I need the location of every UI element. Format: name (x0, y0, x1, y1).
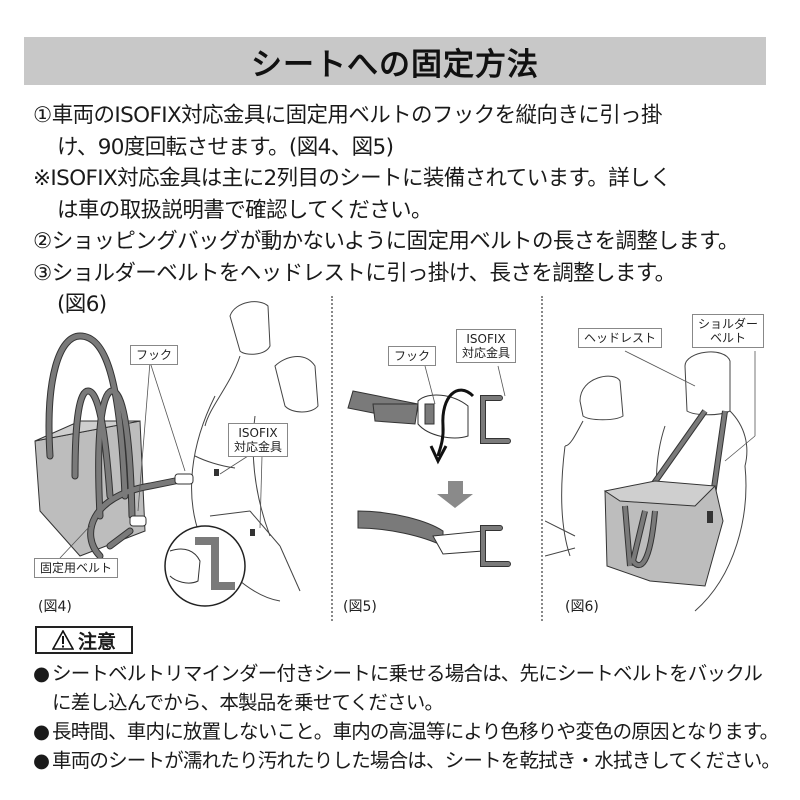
step-marker: ③ (33, 260, 52, 286)
bullet: ● (33, 749, 50, 772)
headrest-illustration (544, 350, 756, 612)
step-text: ショッピングバッグが動かないように固定用ベルトの長さを調整します。 (51, 229, 740, 254)
label-line: 対応金具 (234, 440, 283, 454)
label-headrest: ヘッドレスト (578, 328, 663, 348)
figure-caption: (図6) (565, 599, 599, 615)
label-fixing-belt: 固定用ベルト (34, 558, 119, 578)
label-shoulder-belt: ショルダー ベルト (692, 314, 765, 348)
figure-6: ヘッドレスト ショルダー ベルト (図6) (544, 296, 785, 621)
figures-area: フック ISOFIX 対応金具 固定用ベルト (図4) (20, 296, 785, 621)
label-hook: フック (130, 345, 179, 365)
label-line: 対応金具 (462, 346, 511, 360)
caution-notes: ●シートベルトリマインダー付きシートに乗せる場合は、先にシートベルトをバックル … (33, 659, 783, 775)
instruction-steps: ①車両のISOFIX対応金具に固定用ベルトのフックを縦向きに引っ掛 け、90度回… (33, 100, 773, 321)
note-marker: ※ (33, 166, 51, 191)
bullet: ● (33, 720, 50, 743)
caution-header: 注意 (35, 626, 133, 654)
step-text: け、90度回転させます。(図4、図5) (57, 134, 394, 160)
warning-triangle-icon (51, 630, 74, 650)
label-line: ショルダー (698, 317, 759, 331)
note-text: シートベルトリマインダー付きシートに乗せる場合は、先にシートベルトをバックル (52, 662, 763, 685)
divider (541, 296, 543, 621)
note-text: 車両のシートが濡れたり汚れたりした場合は、シートを乾拭き・水拭きしてください。 (52, 749, 781, 772)
caution-note: ●長時間、車内に放置しないこと。車内の高温等により色移りや変色の原因となります。 (33, 717, 783, 746)
figure-caption: (図4) (38, 599, 72, 615)
isofix-anchor (214, 469, 219, 476)
bullet: ● (33, 662, 50, 685)
caution-note: ●車両のシートが濡れたり汚れたりした場合は、シートを乾拭き・水拭きしてください。 (33, 746, 783, 775)
label-isofix: ISOFIX 対応金具 (456, 329, 517, 363)
step-note: ※ISOFIX対応金具は主に2列目のシートに装備されています。詳しく は車の取扱… (33, 163, 773, 226)
step-text: (図6) (57, 292, 107, 317)
label-hook: フック (388, 346, 437, 366)
step-2: ②ショッピングバッグが動かないように固定用ベルトの長さを調整します。 (33, 226, 773, 258)
figure-4: フック ISOFIX 対応金具 固定用ベルト (図4) (20, 296, 325, 621)
step-3: ③ショルダーベルトをヘッドレストに引っ掛け、長さを調整します。 (図6) (33, 258, 773, 321)
label-isofix: ISOFIX 対応金具 (228, 423, 289, 457)
divider (331, 296, 333, 621)
figure-caption: (図5) (343, 599, 377, 615)
step-text: は車の取扱説明書で確認してください。 (57, 197, 433, 223)
step-text: ISOFIX対応金具は主に2列目のシートに装備されています。詳しく (50, 166, 671, 191)
step-text: ショルダーベルトをヘッドレストに引っ掛け、長さを調整します。 (51, 260, 676, 286)
label-line: ISOFIX (238, 426, 278, 440)
note-text: 長時間、車内に放置しないこと。車内の高温等により色移りや変色の原因となります。 (52, 720, 779, 743)
title-bar: シートへの固定方法 (24, 37, 766, 85)
step-marker: ② (33, 229, 52, 254)
caution-note: ●シートベルトリマインダー付きシートに乗せる場合は、先にシートベルトをバックル … (33, 659, 783, 717)
label-line: ベルト (710, 331, 747, 345)
page-title: シートへの固定方法 (251, 46, 539, 83)
note-text: に差し込んでから、本製品を乗せてください。 (52, 691, 444, 714)
label-line: ISOFIX (466, 332, 506, 346)
figure-5: フック ISOFIX 対応金具 (図5) (333, 296, 538, 621)
step-1: ①車両のISOFIX対応金具に固定用ベルトのフックを縦向きに引っ掛 け、90度回… (33, 100, 773, 163)
caution-label: 注意 (77, 630, 116, 653)
bag-and-seat-illustration (34, 301, 319, 607)
step-marker: ① (33, 103, 52, 128)
step-text: 車両のISOFIX対応金具に固定用ベルトのフックを縦向きに引っ掛 (51, 103, 663, 128)
down-arrow-icon (437, 481, 473, 508)
hook-rotation-illustration (347, 365, 511, 567)
